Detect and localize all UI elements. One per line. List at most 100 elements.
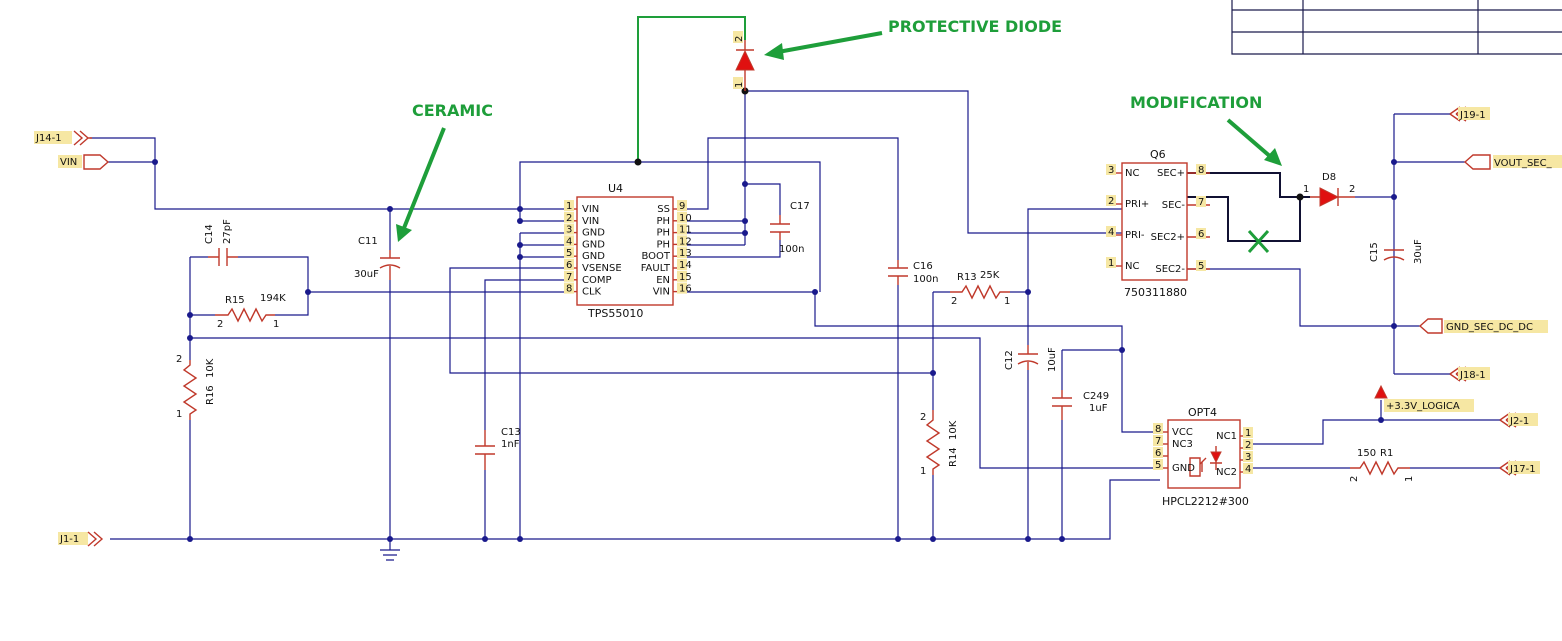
q6-pin-name: SEC2+	[1151, 232, 1185, 243]
u4-pin-number: 16	[679, 284, 692, 295]
opt4-pin-8: 8 VCC	[1153, 423, 1193, 438]
c12-value: 10uF	[1047, 347, 1058, 372]
c17-capacitor: C17 100n	[770, 201, 810, 255]
r13-ref: R13	[957, 272, 977, 283]
c17-value: 100n	[779, 244, 804, 255]
opt4-pin-number: 8	[1155, 424, 1161, 435]
opt4-pin-name: GND	[1172, 463, 1195, 474]
port-j17-label: J17-1	[1509, 464, 1536, 475]
u4-pin-name: FAULT	[641, 263, 671, 274]
q6-pin-number: 7	[1198, 197, 1204, 208]
c12-ref: C12	[1004, 350, 1015, 370]
port-gnd-sec-label: GND_SEC_DC_DC	[1446, 322, 1533, 333]
c249-ref: C249	[1083, 391, 1109, 402]
r16-resistor: R16 10K 2 1	[176, 354, 216, 420]
r16-value: 10K	[205, 358, 216, 378]
opt4-pin-number: 1	[1245, 428, 1251, 439]
c16-capacitor: C16 100n	[888, 260, 938, 285]
opt4-pin-number: 5	[1155, 460, 1161, 471]
port-j14-label: J14-1	[35, 133, 62, 144]
r13-value: 25K	[980, 270, 1000, 281]
c13-ref: C13	[501, 427, 521, 438]
u4-pin-number: 10	[679, 213, 692, 224]
r1-value: 150	[1357, 448, 1376, 459]
r13-resistor: R13 25K 2 1	[950, 270, 1010, 307]
r16-pin2: 2	[176, 354, 182, 365]
r1-pin1: 1	[1404, 476, 1415, 482]
u4-pin-name: COMP	[582, 275, 612, 286]
opt4-pin-name: NC2	[1216, 467, 1237, 478]
port-j18-label: J18-1	[1459, 370, 1486, 381]
q6-pin-number: 1	[1108, 258, 1114, 269]
d8-pin2: 2	[1349, 184, 1355, 195]
r13-pin1: 1	[1004, 296, 1010, 307]
annotation-protective-diode: PROTECTIVE DIODE	[764, 17, 1062, 60]
u4-pin-2: 2 VIN	[564, 211, 599, 227]
ground-symbol	[380, 539, 400, 561]
u4-pin-number: 9	[679, 201, 685, 212]
d8-diode: D8 1 2	[1303, 172, 1355, 207]
c14-capacitor: C14 27pF	[204, 219, 238, 266]
c15-value: 30uF	[1413, 239, 1424, 264]
q6-pin-name: SEC+	[1157, 168, 1185, 179]
u4-pin-number: 12	[679, 236, 692, 247]
q6-part: 750311880	[1124, 286, 1187, 299]
protective-diode-pin1: 1	[734, 82, 745, 88]
q6-ref: Q6	[1150, 148, 1166, 161]
r15-pin2: 2	[217, 319, 223, 330]
u4-pin-name: VIN	[653, 287, 670, 298]
r14-ref: R14	[948, 447, 959, 467]
port-j19: J19-1	[1449, 106, 1490, 122]
u4-pin-number: 2	[566, 213, 572, 224]
q6-pin-name: SEC-	[1162, 200, 1186, 211]
port-vout: VOUT_SEC_	[1463, 154, 1562, 170]
opt4-pin-name: NC3	[1172, 439, 1193, 450]
opt4-pin-name: VCC	[1172, 427, 1193, 438]
c11-capacitor: C11 30uF	[354, 236, 401, 280]
u4-pin-name: PH	[656, 239, 670, 250]
u4-pin-name: VIN	[582, 216, 599, 227]
r16-pin1: 1	[176, 409, 182, 420]
q6-pin-number: 6	[1198, 229, 1204, 240]
c14-value: 27pF	[222, 219, 233, 244]
u4-pin-name: VIN	[582, 204, 599, 215]
q6-pin-name: NC	[1125, 168, 1139, 179]
opt4-part: HPCL2212#300	[1162, 495, 1249, 508]
port-gnd-sec: GND_SEC_DC_DC	[1418, 318, 1548, 334]
protective-diode: 2 1	[733, 31, 755, 91]
q6-pin-number: 4	[1108, 227, 1114, 238]
q6-pin-number: 3	[1108, 165, 1114, 176]
port-j17: J17-1	[1499, 460, 1540, 476]
port-j1: J1-1	[58, 531, 104, 547]
modification-x-mark	[1247, 229, 1270, 254]
c11-value: 30uF	[354, 269, 379, 280]
annotation-ceramic: CERAMIC	[396, 101, 493, 242]
opt4-pin-6: 6	[1153, 447, 1168, 459]
protective-diode-pin2: 2	[734, 36, 745, 42]
u4-pin-number: 7	[566, 272, 572, 283]
r15-value: 194K	[260, 293, 286, 304]
q6-pin-6: 6 SEC2+	[1151, 228, 1210, 243]
title-block	[1231, 0, 1562, 55]
annotation-modification: MODIFICATION	[1130, 93, 1282, 166]
opt4-pin-number: 4	[1245, 464, 1251, 475]
u4-pin-7: 7 COMP	[564, 270, 612, 286]
c15-capacitor: C15 30uF	[1369, 239, 1424, 264]
r13-pin2: 2	[951, 296, 957, 307]
q6-pin-name: PRI+	[1125, 199, 1149, 210]
u4-pin-number: 6	[566, 260, 572, 271]
u4-pin-number: 3	[566, 225, 572, 236]
r15-ref: R15	[225, 295, 245, 306]
port-vout-label: VOUT_SEC_	[1494, 158, 1553, 169]
